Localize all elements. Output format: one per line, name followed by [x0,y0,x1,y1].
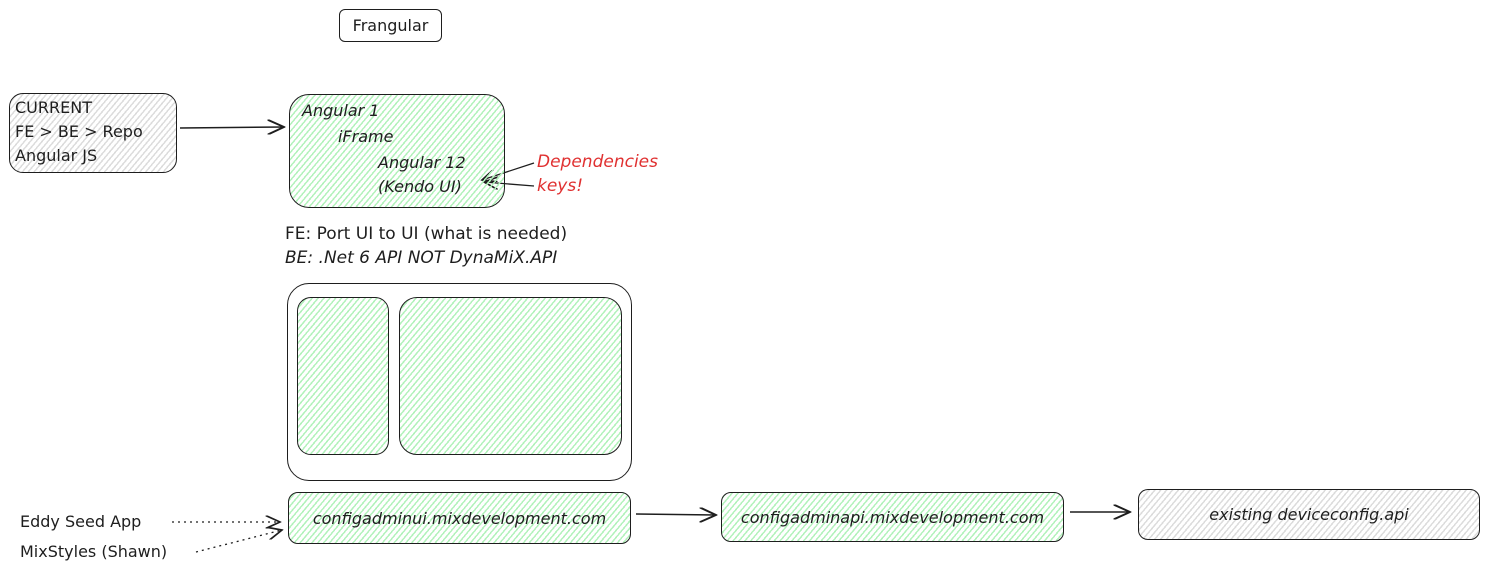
arrow-current-to-angular [179,127,284,128]
angular-line: (Kendo UI) [378,177,462,196]
layout-sidebar [297,297,389,455]
current-line: FE > BE > Repo [15,122,143,141]
source-eddy: Eddy Seed App [20,512,142,531]
annotation-dependencies: Dependencies [537,152,658,172]
current-box: CURRENT FE > BE > Repo Angular JS [9,93,177,173]
annotation-keys: keys! [537,176,584,196]
title: Frangular [352,16,429,35]
angular-line: Angular 12 [378,153,466,172]
source-mixstyles: MixStyles (Shawn) [20,542,168,561]
angular-line: iFrame [338,127,394,146]
current-line: CURRENT [15,98,92,117]
arrow-ui-to-api [635,514,716,515]
note-be: BE: .Net 6 API NOT DynaMiX.API [285,248,558,268]
existing-api-box: existing deviceconfig.api [1138,489,1480,540]
angular-line: Angular 1 [302,101,380,120]
configadminui-label: configadminui.mixdevelopment.com [312,508,607,528]
configadminapi-label: configadminapi.mixdevelopment.com [740,507,1045,527]
layout-content [399,297,622,455]
existing-api-label: existing deviceconfig.api [1209,505,1409,524]
current-line: Angular JS [15,146,98,165]
configadminapi-box: configadminapi.mixdevelopment.com [721,492,1064,542]
layout-frame [287,283,632,481]
dotted-arrow-mixstyles [195,530,282,553]
configadminui-box: configadminui.mixdevelopment.com [288,492,631,544]
title-box: Frangular [339,9,442,42]
note-fe: FE: Port UI to UI (what is needed) [285,224,568,244]
angular-box: Angular 1 iFrame Angular 12 (Kendo UI) [289,94,505,208]
